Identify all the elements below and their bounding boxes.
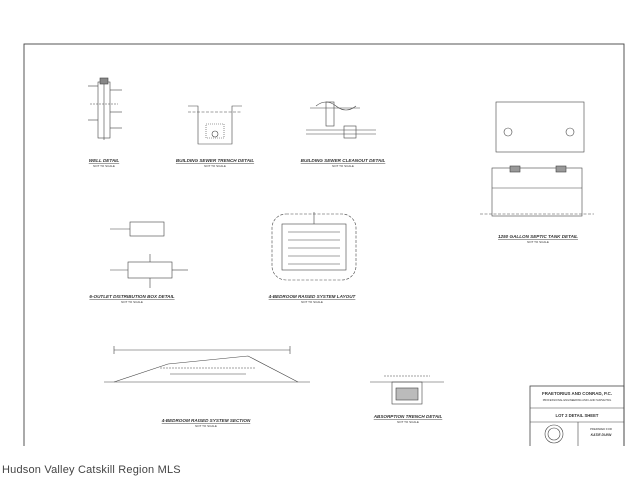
- prepared-for-label: PREPARED FOR: [590, 427, 612, 431]
- absorption-trench-scale: NOT TO SCALE: [397, 420, 419, 424]
- sewer-cleanout-drawing: [306, 101, 376, 139]
- sheet-border: [23, 43, 625, 446]
- raised-section-title: 4-BEDROOM RAISED SYSTEM SECTION: [161, 418, 251, 423]
- well-detail-title: WELL DETAIL: [89, 158, 120, 163]
- mls-watermark: Hudson Valley Catskill Region MLS: [2, 464, 181, 476]
- sewer-trench-drawing: [188, 105, 242, 145]
- septic-tank-title: 1250 GALLON SEPTIC TANK DETAIL: [498, 234, 578, 239]
- well-detail-scale: NOT TO SCALE: [93, 164, 115, 168]
- client-name: KATIE DUNN: [591, 433, 612, 437]
- sewer-trench-title: BUILDING SEWER TRENCH DETAIL: [176, 158, 254, 163]
- firm-subtitle: PROFESSIONAL ENGINEERING AND LAND SURVEY…: [543, 398, 612, 402]
- absorption-trench-title: ABSORPTION TRENCH DETAIL: [373, 414, 443, 419]
- raised-system-section-drawing: [104, 346, 310, 383]
- septic-tank-scale: NOT TO SCALE: [527, 240, 549, 244]
- sheet-title: LOT 2 DETAIL SHEET: [556, 413, 599, 418]
- sewer-trench-scale: NOT TO SCALE: [204, 164, 226, 168]
- distribution-box-scale: NOT TO SCALE: [121, 300, 143, 304]
- firm-name: FRAETORIUS AND CONRAD, P.C.: [542, 391, 612, 396]
- sewer-cleanout-title: BUILDING SEWER CLEANOUT DETAIL: [301, 158, 386, 163]
- distribution-box-drawing: [110, 221, 188, 288]
- raised-section-scale: NOT TO SCALE: [195, 424, 217, 428]
- absorption-trench-drawing: [370, 375, 444, 405]
- raised-layout-title: 4-BEDROOM RAISED SYSTEM LAYOUT: [268, 294, 357, 299]
- raised-system-layout-drawing: [271, 212, 357, 281]
- septic-tank-drawing: [480, 101, 594, 217]
- raised-layout-scale: NOT TO SCALE: [301, 300, 323, 304]
- sewer-cleanout-scale: NOT TO SCALE: [332, 164, 354, 168]
- title-block-frame: [529, 385, 625, 446]
- drawing-canvas: WELL DETAIL NOT TO SCALE BUILDING SEWER …: [23, 43, 625, 446]
- distribution-box-title: 6-OUTLET DISTRIBUTION BOX DETAIL: [89, 294, 174, 299]
- well-detail-drawing: [88, 77, 122, 140]
- detail-sheet: WELL DETAIL NOT TO SCALE BUILDING SEWER …: [10, 16, 630, 446]
